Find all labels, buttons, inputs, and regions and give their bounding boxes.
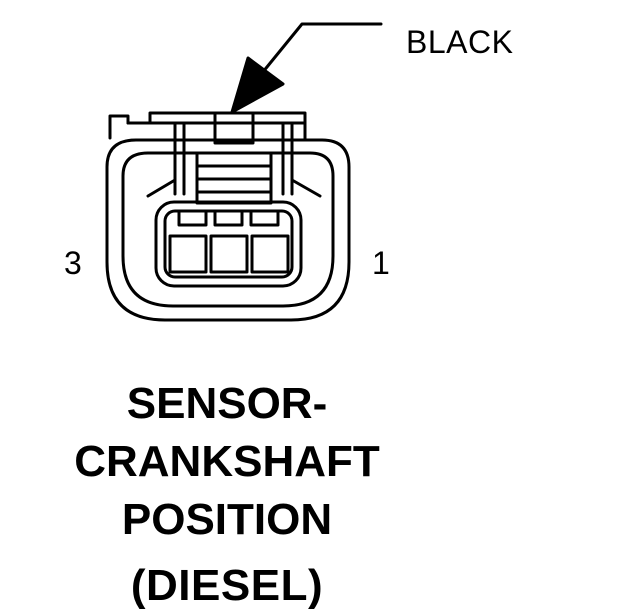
locking-tab xyxy=(108,111,307,142)
shoulder-left xyxy=(146,178,177,198)
terminal-tab-2 xyxy=(213,209,244,227)
pin-cavity-inner xyxy=(163,209,294,279)
terminal-pin-3 xyxy=(168,234,208,274)
terminal-tab-1 xyxy=(249,209,280,227)
connector-body-outer xyxy=(105,138,351,322)
terminal-pin-1 xyxy=(250,234,290,274)
wire-color-label: BLACK xyxy=(406,24,514,60)
connector-body-inner xyxy=(121,151,335,308)
pin-1-label: 1 xyxy=(372,245,390,281)
title-line-2: CRANKSHAFT xyxy=(74,437,380,486)
title-line-4: (DIESEL) xyxy=(130,561,324,610)
pin-cavity-outer xyxy=(154,200,303,288)
title-line-1: SENSOR- xyxy=(126,379,328,428)
title-line-3: POSITION xyxy=(121,495,333,544)
terminal-pin-2 xyxy=(209,234,249,274)
latch-button xyxy=(213,111,255,145)
leader-line xyxy=(256,22,383,80)
shoulder-right xyxy=(290,178,322,198)
terminal-tab-3 xyxy=(177,209,208,227)
pin-3-label: 3 xyxy=(64,245,82,281)
leader-arrowhead xyxy=(230,56,285,114)
